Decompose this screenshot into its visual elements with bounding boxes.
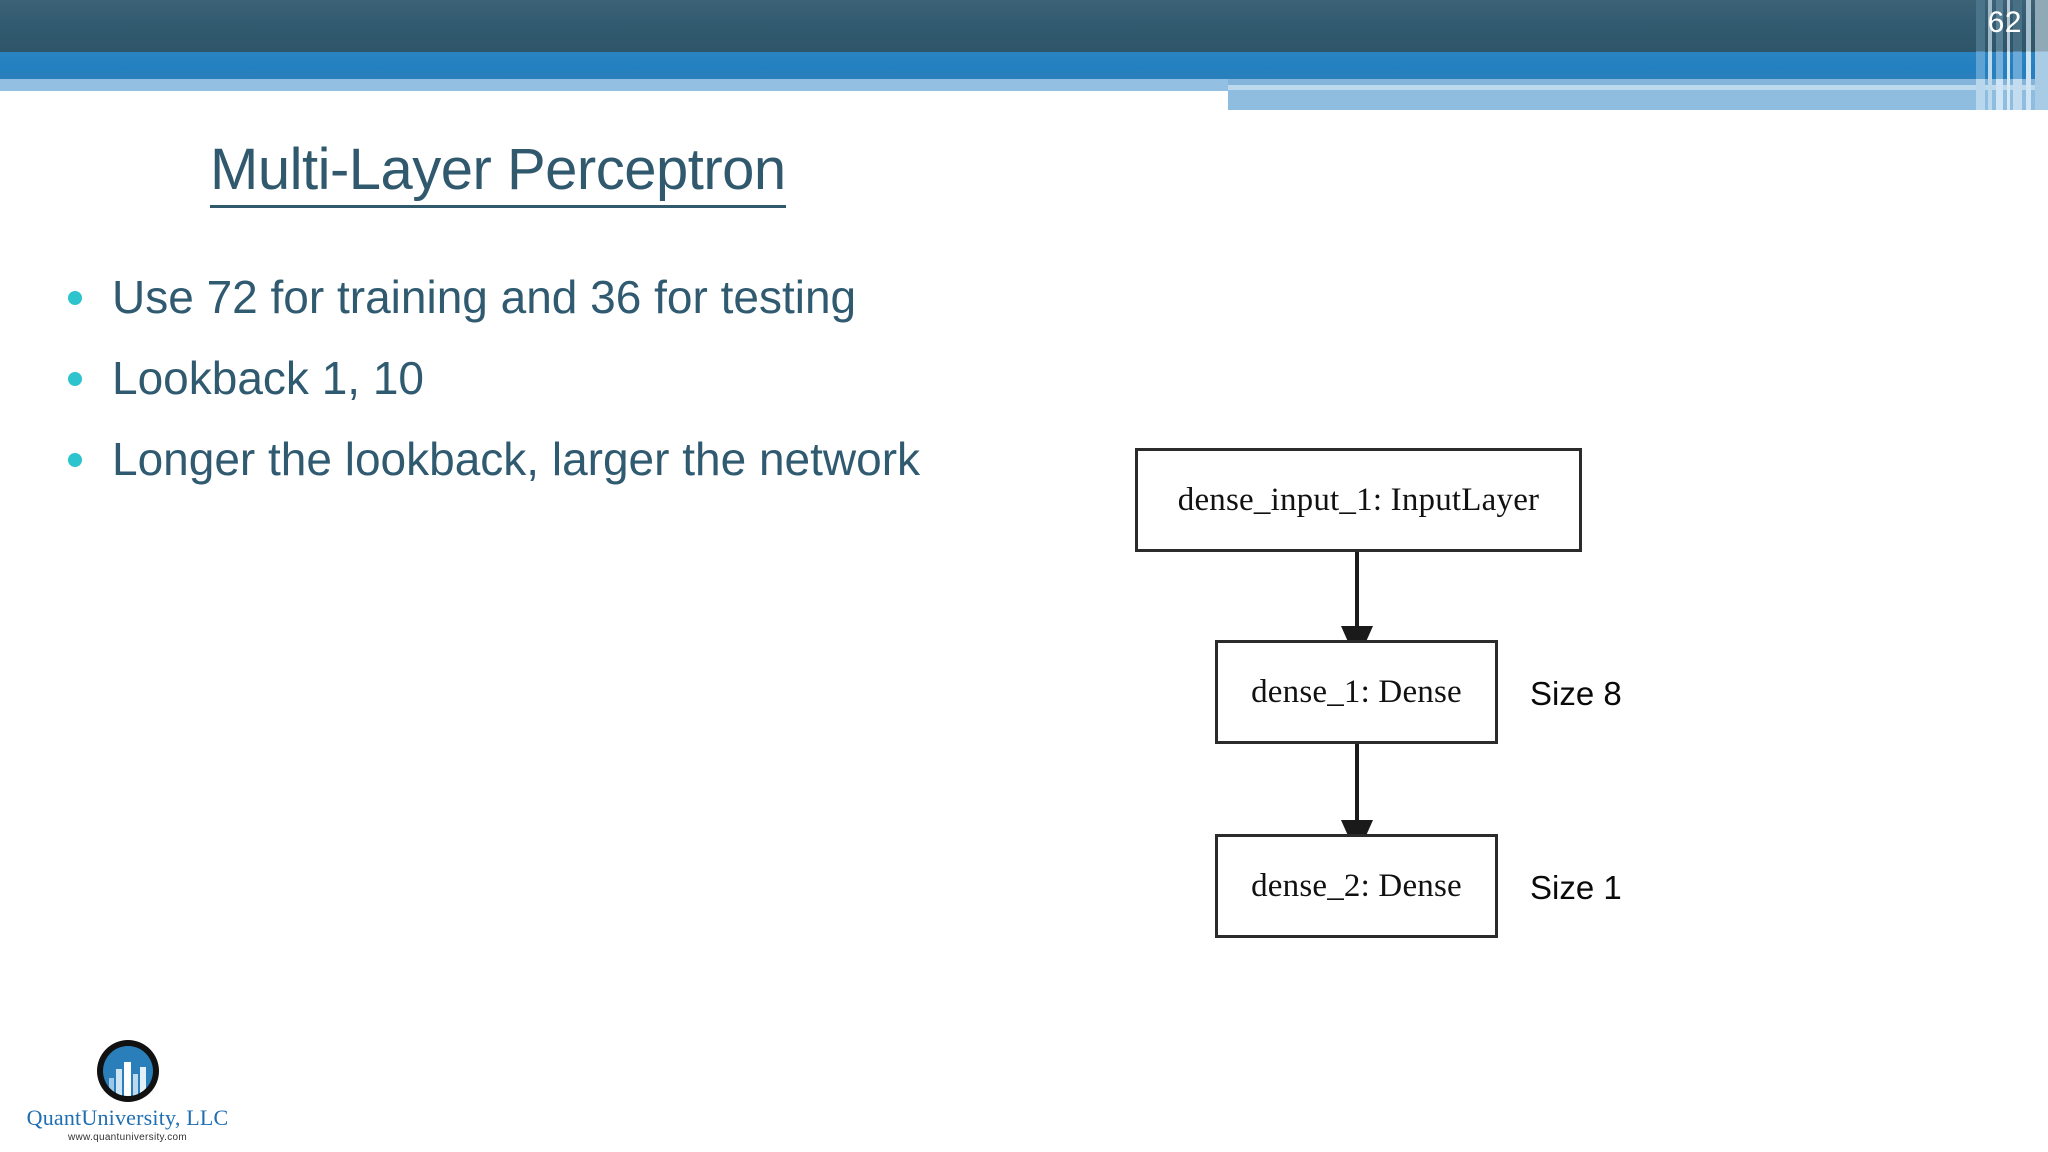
accent-vbar-7: [2035, 0, 2048, 110]
header-band-bottom-right: [1228, 90, 2048, 110]
logo-website-url: www.quantuniversity.com: [68, 1132, 187, 1144]
bullet-dot-icon: [68, 452, 82, 467]
diagram-node-label: dense_2: Dense: [1251, 867, 1462, 904]
logo-tower: [140, 1067, 146, 1096]
bullet-dot-icon: [68, 371, 82, 386]
bullet-list: Use 72 for training and 36 for testing L…: [68, 268, 1138, 511]
logo-company-name: QuantUniversity, LLC: [26, 1105, 229, 1130]
diagram-node-label: dense_1: Dense: [1251, 673, 1462, 710]
accent-vbar-6: [2026, 0, 2031, 110]
bullet-text: Longer the lookback, larger the network: [112, 432, 921, 485]
slide-number: 62: [1987, 6, 2022, 39]
bullet-text: Use 72 for training and 36 for testing: [112, 271, 857, 323]
size-label-dense2: Size 1: [1530, 869, 1622, 906]
slide-header-decoration: 62: [0, 0, 2048, 110]
logo-tower: [133, 1074, 138, 1096]
accent-vbar-2: [1988, 0, 1992, 110]
header-band-light-left: [0, 79, 1228, 91]
quantuniversity-logo-icon: [96, 1040, 159, 1102]
diagram-node-dense1: dense_1: Dense: [1215, 640, 1498, 744]
footer-logo: QuantUniversity, LLC www.quantuniversity…: [20, 1040, 235, 1143]
logo-tower: [109, 1078, 114, 1096]
logo-tower: [116, 1069, 122, 1096]
header-band-thin-lower: [1228, 85, 2048, 90]
accent-vbar-1: [1976, 0, 1985, 110]
list-item: Longer the lookback, larger the network: [68, 430, 1138, 489]
header-band-thin-upper: [1228, 79, 2048, 85]
page-title: Multi-Layer Perceptron: [210, 139, 786, 208]
diagram-node-dense2: dense_2: Dense: [1215, 834, 1498, 938]
size-label-dense1: Size 8: [1530, 675, 1622, 712]
list-item: Use 72 for training and 36 for testing: [68, 268, 1138, 327]
logo-tower: [124, 1062, 131, 1096]
accent-vbar-5: [2013, 0, 2022, 110]
header-band-dark: [0, 0, 2048, 52]
list-item: Lookback 1, 10: [68, 349, 1138, 408]
bullet-text: Lookback 1, 10: [112, 351, 425, 404]
accent-vbar-4: [2007, 0, 2010, 110]
diagram-node-label: dense_input_1: InputLayer: [1177, 481, 1540, 518]
bullet-dot-icon: [68, 291, 82, 305]
network-diagram: dense_input_1: InputLayer dense_1: Dense…: [1130, 440, 1730, 970]
logo-building-glyph: [102, 1046, 153, 1096]
accent-vbar-3: [1996, 0, 2003, 110]
diagram-node-input: dense_input_1: InputLayer: [1135, 448, 1582, 552]
header-band-mid: [0, 52, 2048, 79]
